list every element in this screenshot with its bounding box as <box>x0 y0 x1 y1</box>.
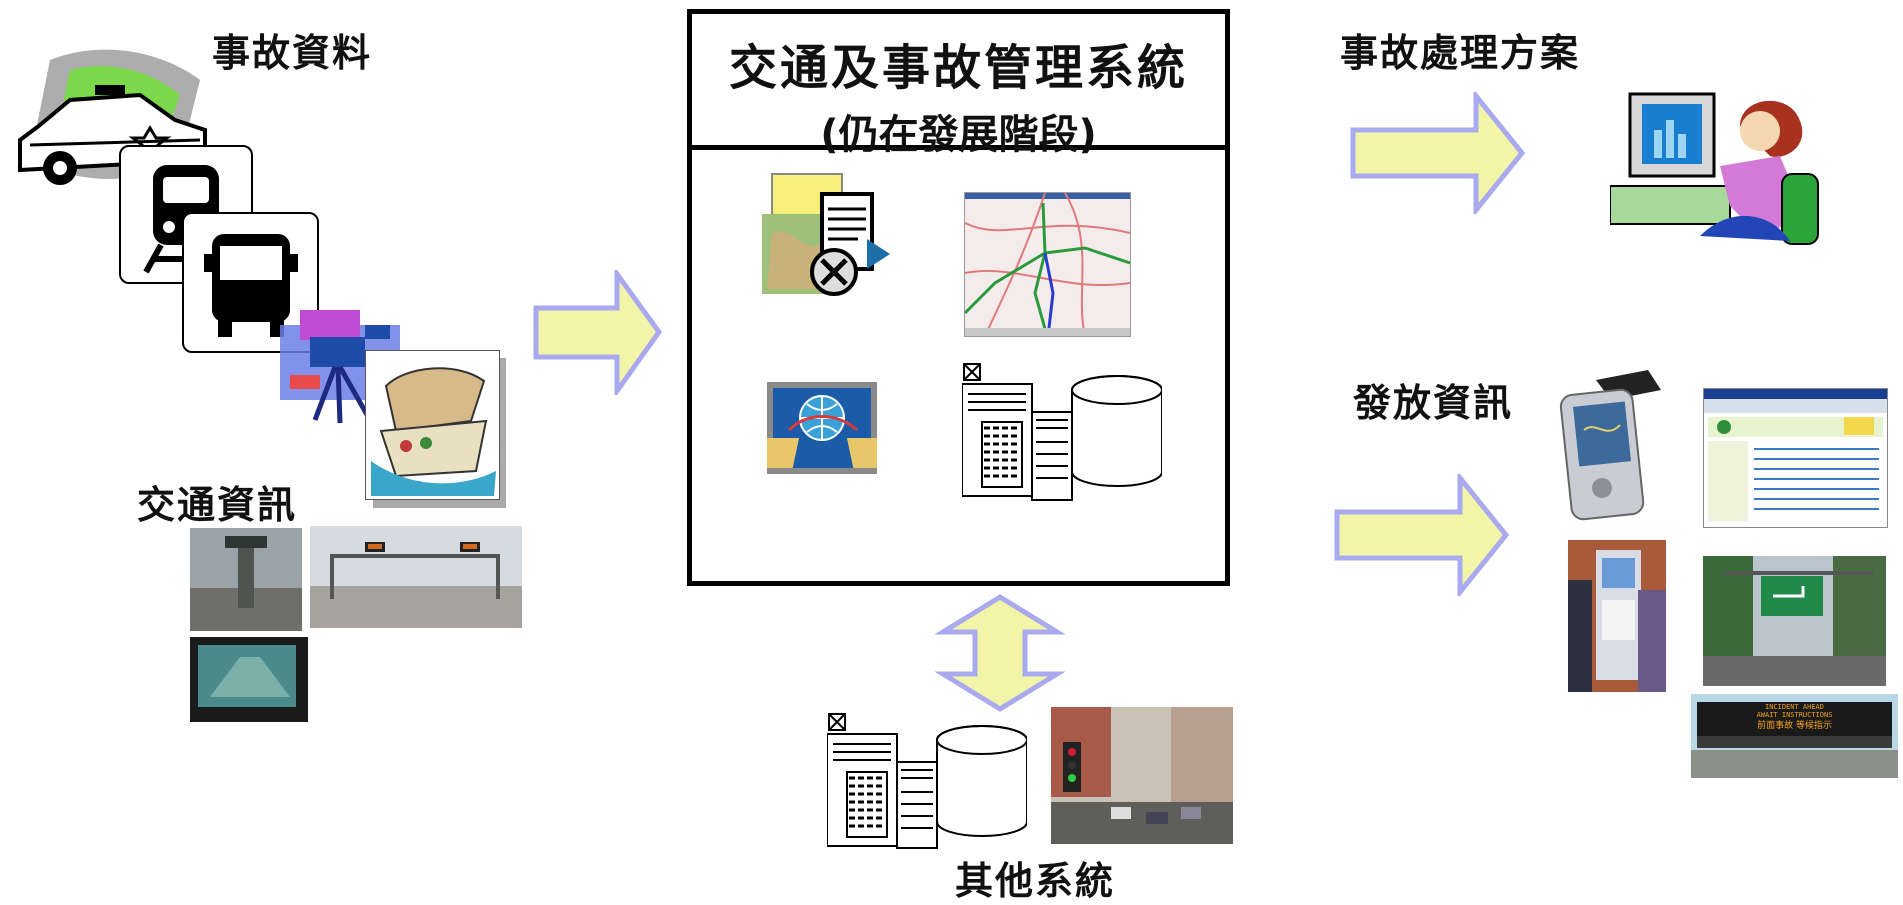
network-link-icon <box>752 382 894 474</box>
system-title-area: 交通及事故管理系統 (仍在發展階段) <box>692 14 1225 158</box>
label-traffic-info: 交通資訊 <box>137 483 298 527</box>
bidirectional-arrow <box>934 594 1066 712</box>
label-info-dissemination: 發放資訊 <box>1353 381 1514 425</box>
system-subtitle: (仍在發展階段) <box>820 112 1097 158</box>
flow-arrow-to-dissemination <box>1334 470 1510 600</box>
cctv-photo-gantry <box>190 528 302 631</box>
server-database-icon <box>961 362 1163 502</box>
boat-clipart-icon <box>365 350 506 508</box>
vms-line-2: AWAIT INSTRUCTIONS <box>1756 711 1833 719</box>
flow-arrow-to-response <box>1350 88 1526 218</box>
operator-computer-icon <box>1609 86 1825 254</box>
vms-line-1: INCIDENT AHEAD <box>1764 703 1824 711</box>
road-sign-photo <box>1703 556 1886 686</box>
label-accident-data: 事故資料 <box>212 31 373 75</box>
vms-line-3: 前面事故 等候指示 <box>1757 721 1832 731</box>
pda-device-icon <box>1556 370 1668 522</box>
flow-arrow-to-system <box>533 266 663 399</box>
info-kiosk-photo <box>1568 540 1666 692</box>
website-screenshot <box>1703 388 1888 528</box>
traffic-map-screen <box>964 192 1131 337</box>
label-other-systems: 其他系統 <box>955 859 1116 903</box>
map-documents-icon <box>762 164 892 312</box>
label-response-plan: 事故處理方案 <box>1340 31 1581 75</box>
street-traffic-photo <box>1051 707 1233 844</box>
bus-sign-icon <box>182 212 319 353</box>
other-server-icon <box>826 712 1028 850</box>
cctv-photo-monitor <box>190 637 308 722</box>
cctv-photo-bridge <box>310 526 522 628</box>
vms-sign-photo: INCIDENT AHEAD AWAIT INSTRUCTIONS 前面事故 等… <box>1691 694 1898 778</box>
system-title: 交通及事故管理系統 <box>728 40 1188 96</box>
system-box: 交通及事故管理系統 (仍在發展階段) <box>687 9 1230 586</box>
